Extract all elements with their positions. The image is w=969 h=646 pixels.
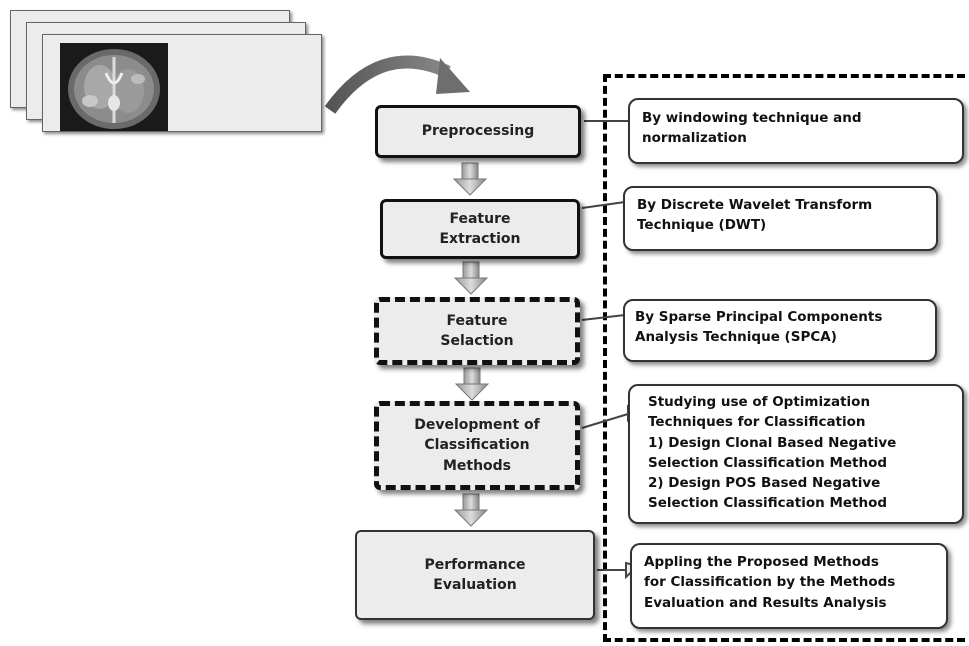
note-performance-evaluation: Appling the Proposed Methods for Classif…: [630, 543, 948, 629]
step-development-of-classification-methods: Development of Classification Methods: [374, 401, 580, 490]
note-feature-extraction: By Discrete Wavelet Transform Technique …: [623, 186, 938, 251]
step-feature-extraction: Feature Extraction: [380, 199, 580, 259]
note-development: Studying use of Optimization Techniques …: [628, 384, 964, 524]
step-feature-selection: Feature Selaction: [374, 297, 580, 365]
dashed-frame: [603, 74, 965, 642]
note-preprocessing: By windowing technique and normalization: [628, 98, 964, 164]
step-preprocessing: Preprocessing: [375, 105, 581, 158]
note-feature-selection: By Sparse Principal Components Analysis …: [623, 299, 937, 362]
down-arrow-icon: [453, 261, 489, 295]
brain-mri-scan-icon: [60, 43, 168, 131]
down-arrow-icon: [454, 367, 490, 401]
step-performance-evaluation: Performance Evaluation: [355, 530, 595, 620]
curved-arrow-icon: [324, 55, 470, 114]
down-arrow-icon: [452, 162, 488, 196]
down-arrow-icon: [453, 493, 489, 527]
